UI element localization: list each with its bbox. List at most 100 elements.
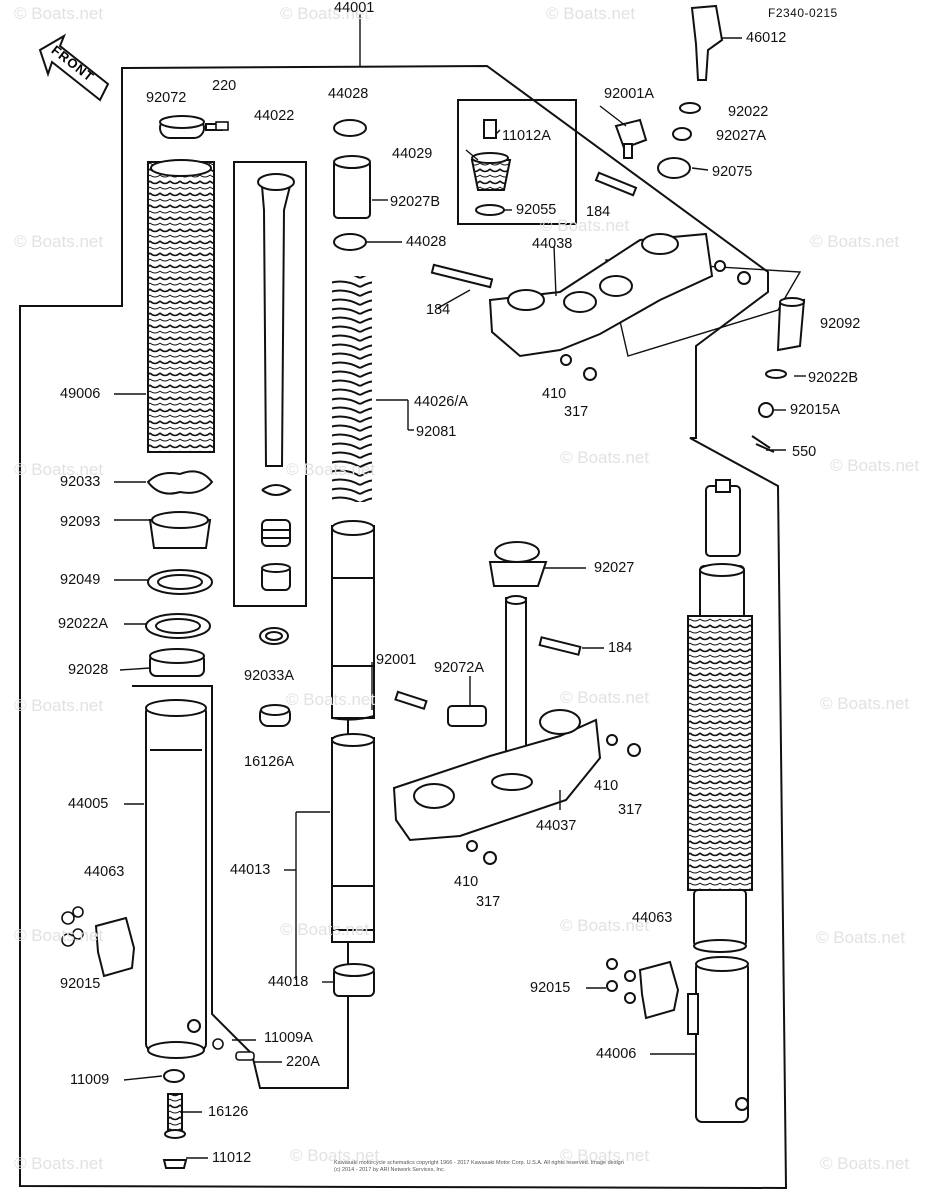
damper-rod-box: [233, 161, 307, 607]
part-label-184b[interactable]: 184: [426, 302, 451, 318]
part-label-92093[interactable]: 92093: [60, 514, 101, 530]
part-label-92022[interactable]: 92022: [728, 104, 769, 120]
part-label-92033[interactable]: 92033: [60, 474, 101, 490]
part-label-44063b[interactable]: 44063: [632, 910, 673, 926]
part-label-92022B[interactable]: 92022B: [808, 370, 858, 386]
watermark: © Boats.net: [816, 928, 906, 947]
part-label-11012A[interactable]: 11012A: [502, 128, 551, 144]
part-label-44038[interactable]: 44038: [532, 236, 573, 252]
bolt-16126: [167, 1093, 183, 1135]
part-label-92015[interactable]: 92015: [60, 976, 101, 992]
part-label-92092[interactable]: 92092: [820, 316, 861, 332]
inner-tube-upper: [331, 525, 375, 719]
part-label-44026A[interactable]: 44026/A: [414, 394, 469, 410]
part-label-220A[interactable]: 220A: [286, 1054, 320, 1070]
part-label-92027[interactable]: 92027: [594, 560, 635, 576]
part-label-44013[interactable]: 44013: [230, 862, 271, 878]
part-label-92015b[interactable]: 92015: [530, 980, 571, 996]
part-label-44005[interactable]: 44005: [68, 796, 109, 812]
part-label-184c[interactable]: 184: [608, 640, 633, 656]
part-label-92072[interactable]: 92072: [146, 90, 187, 106]
part-label-44063[interactable]: 44063: [84, 864, 125, 880]
part-label-92081[interactable]: 92081: [416, 424, 457, 440]
top-bracket-region: [605, 259, 802, 357]
part-label-11012[interactable]: 11012: [212, 1150, 252, 1166]
bolt-220: [215, 121, 229, 131]
part-label-410c[interactable]: 410: [454, 874, 479, 890]
part-label-44037[interactable]: 44037: [536, 818, 577, 834]
part-label-44022[interactable]: 44022: [254, 108, 295, 124]
bolt-92001: [394, 690, 428, 711]
clamp-92072A: [447, 705, 487, 727]
spring-44026: [332, 276, 372, 502]
part-label-92033A[interactable]: 92033A: [244, 668, 294, 684]
watermark: © Boats.net: [14, 696, 104, 715]
part-label-44006[interactable]: 44006: [596, 1046, 637, 1062]
washer-11009: [163, 1069, 185, 1083]
watermark: © Boats.net: [560, 448, 650, 467]
part-label-550[interactable]: 550: [792, 444, 817, 460]
part-label-92027B[interactable]: 92027B: [390, 194, 440, 210]
watermark: © Boats.net: [14, 4, 104, 23]
cap-92092: [776, 298, 806, 352]
stem-46012: [690, 4, 724, 81]
assembly-outline-frame: [19, 64, 788, 1190]
front-arrow-label-wrap: FRONT: [42, 36, 114, 96]
part-label-317[interactable]: 317: [564, 404, 589, 420]
part-label-11009A[interactable]: 11009A: [264, 1030, 313, 1046]
part-label-92027A[interactable]: 92027A: [716, 128, 766, 144]
valve-11012A: [483, 119, 497, 139]
washer-11009A: [212, 1038, 224, 1050]
watermark: © Boats.net: [14, 926, 104, 945]
part-label-184[interactable]: 184: [586, 204, 611, 220]
part-label-317c[interactable]: 317: [476, 894, 501, 910]
figure-ref-code: F2340-0215: [768, 6, 838, 20]
fork-cap-right: [705, 485, 741, 557]
part-label-410[interactable]: 410: [542, 386, 567, 402]
watermark: © Boats.net: [560, 916, 650, 935]
part-label-44028b[interactable]: 44028: [406, 234, 447, 250]
nuts-92015-left: [61, 906, 84, 947]
washer-410: [560, 354, 572, 366]
part-label-92028[interactable]: 92028: [68, 662, 109, 678]
nut-92015A: [758, 402, 774, 418]
watermark: © Boats.net: [280, 4, 370, 23]
part-label-46012[interactable]: 46012: [746, 30, 787, 46]
part-label-44001[interactable]: 44001: [334, 0, 375, 16]
part-label-44029[interactable]: 44029: [392, 146, 433, 162]
collar-44028-top: [333, 119, 367, 137]
gasket-92033: [146, 470, 214, 495]
part-label-92001[interactable]: 92001: [376, 652, 417, 668]
cap-92001A: [614, 118, 648, 150]
cap-bolt-box: [457, 99, 577, 225]
part-label-44018[interactable]: 44018: [268, 974, 309, 990]
part-label-92049[interactable]: 92049: [60, 572, 101, 588]
collar-44028: [333, 233, 367, 251]
watermark: © Boats.net: [540, 216, 630, 235]
part-label-49006[interactable]: 49006: [60, 386, 101, 402]
watermark: © Boats.net: [14, 232, 104, 251]
bolt-184-mid: [538, 636, 582, 656]
part-label-16126A[interactable]: 16126A: [244, 754, 294, 770]
part-label-16126[interactable]: 16126: [208, 1104, 249, 1120]
watermark: © Boats.net: [280, 920, 370, 939]
part-label-92015A[interactable]: 92015A: [790, 402, 840, 418]
inner-tube-44013: [331, 737, 375, 943]
front-label: FRONT: [48, 42, 98, 85]
copyright-notice: Kawasaki motorcycle schematics copyright…: [334, 1160, 624, 1173]
part-label-92055[interactable]: 92055: [516, 202, 557, 218]
part-label-220[interactable]: 220: [212, 78, 237, 94]
part-label-11009[interactable]: 11009: [70, 1072, 110, 1088]
part-label-92022A[interactable]: 92022A: [58, 616, 108, 632]
part-label-317b[interactable]: 317: [618, 802, 643, 818]
watermark: © Boats.net: [286, 690, 376, 709]
watermark: © Boats.net: [560, 1146, 650, 1165]
part-label-44028[interactable]: 44028: [328, 86, 369, 102]
part-label-92072A[interactable]: 92072A: [434, 660, 484, 676]
part-label-410b[interactable]: 410: [594, 778, 619, 794]
front-arrow-icon: [38, 33, 110, 102]
part-label-92001A[interactable]: 92001A: [604, 86, 654, 102]
part-label-92075[interactable]: 92075: [712, 164, 753, 180]
o-ring-92055: [475, 204, 505, 216]
